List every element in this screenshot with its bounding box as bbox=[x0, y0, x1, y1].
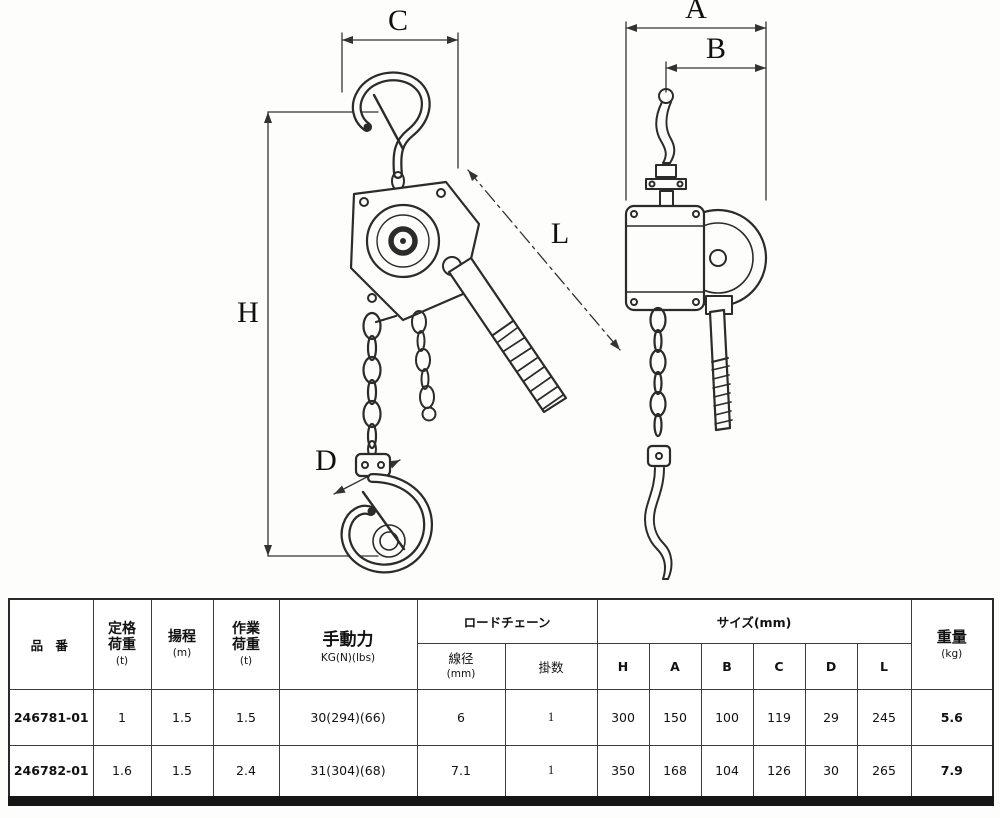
header-size-a: A bbox=[648, 642, 702, 690]
spec-table: 品 番 定格 荷重 (t) 揚程 (m) 作業 荷重 (t) 手動力 KG(N)… bbox=[8, 598, 995, 806]
table-row: 246781-01 1 1.5 1.5 30(294)(66) 6 1 300 … bbox=[8, 688, 994, 746]
dimension-b bbox=[665, 61, 767, 93]
side-top-hook bbox=[655, 88, 676, 164]
top-hook bbox=[351, 71, 431, 191]
spec-table-section: 品 番 定格 荷重 (t) 揚程 (m) 作業 荷重 (t) 手動力 KG(N)… bbox=[0, 596, 1000, 806]
header-load-chain-group: ロードチェーン bbox=[416, 598, 598, 644]
dimension-label-a: A bbox=[685, 0, 707, 25]
hook-safety-latch bbox=[372, 93, 405, 151]
wire-dia-cell: 6 bbox=[416, 688, 506, 746]
size-h-cell: 350 bbox=[596, 744, 650, 806]
header-manual-force-unit: KG(N)(lbs) bbox=[320, 651, 376, 664]
load-chain bbox=[362, 311, 398, 450]
header-falls: 掛数 bbox=[504, 642, 598, 690]
header-rated-load: 定格 荷重 (t) bbox=[92, 598, 152, 690]
working-load-cell: 2.4 bbox=[212, 744, 280, 806]
part-no-cell: 246782-01 bbox=[8, 744, 94, 806]
header-lift-unit: (m) bbox=[172, 647, 192, 660]
dimension-label-h: H bbox=[237, 296, 259, 329]
dimension-a bbox=[625, 21, 767, 201]
size-d-cell: 30 bbox=[804, 744, 858, 806]
size-c-cell: 126 bbox=[752, 744, 806, 806]
side-lever bbox=[705, 295, 733, 432]
header-wire-dia-label: 線径 bbox=[448, 650, 474, 666]
dimension-l bbox=[467, 169, 621, 351]
falls-cell: 1 bbox=[504, 688, 598, 746]
rated-load-cell: 1.6 bbox=[92, 744, 152, 806]
size-l-cell: 245 bbox=[856, 688, 912, 746]
header-working-load-label: 作業 荷重 bbox=[232, 621, 260, 654]
side-bottom-hook bbox=[644, 444, 673, 580]
size-a-cell: 168 bbox=[648, 744, 702, 806]
dimension-label-l: L bbox=[551, 217, 569, 250]
size-l-cell: 265 bbox=[856, 744, 912, 806]
header-manual-force: 手動力 KG(N)(lbs) bbox=[278, 598, 418, 690]
side-suspension bbox=[645, 164, 687, 209]
dimension-label-c: C bbox=[388, 4, 408, 37]
working-load-cell: 1.5 bbox=[212, 688, 280, 746]
side-grip-hatch bbox=[711, 365, 733, 425]
header-working-load: 作業 荷重 (t) bbox=[212, 598, 280, 690]
size-h-cell: 300 bbox=[596, 688, 650, 746]
side-load-chain bbox=[649, 306, 667, 438]
rated-load-cell: 1 bbox=[92, 688, 152, 746]
lift-cell: 1.5 bbox=[150, 688, 214, 746]
part-no-cell: 246781-01 bbox=[8, 688, 94, 746]
side-housing bbox=[624, 204, 768, 312]
weight-cell: 7.9 bbox=[910, 744, 994, 806]
table-row: 246782-01 1.6 1.5 2.4 31(304)(68) 7.1 1 … bbox=[8, 744, 994, 806]
lift-cell: 1.5 bbox=[150, 744, 214, 806]
size-d-cell: 29 bbox=[804, 688, 858, 746]
gear-body bbox=[349, 180, 481, 322]
header-rated-load-label: 定格 荷重 bbox=[108, 621, 136, 654]
header-working-load-unit: (t) bbox=[239, 655, 253, 668]
dimension-label-d: D bbox=[315, 444, 337, 477]
slack-chain bbox=[411, 310, 437, 422]
size-b-cell: 104 bbox=[700, 744, 754, 806]
header-lift-label: 揚程 bbox=[168, 629, 196, 646]
manual-force-cell: 31(304)(68) bbox=[278, 744, 418, 806]
size-a-cell: 150 bbox=[648, 688, 702, 746]
falls-cell: 1 bbox=[504, 744, 598, 806]
header-size-c: C bbox=[752, 642, 806, 690]
header-wire-dia-unit: (mm) bbox=[446, 668, 476, 681]
size-c-cell: 119 bbox=[752, 688, 806, 746]
weight-cell: 5.6 bbox=[910, 688, 994, 746]
wire-dia-cell: 7.1 bbox=[416, 744, 506, 806]
dimension-c bbox=[341, 32, 459, 169]
bottom-hook bbox=[340, 440, 433, 574]
technical-drawing: C H bbox=[237, 0, 768, 580]
lever-handle bbox=[447, 256, 568, 414]
manual-force-cell: 30(294)(66) bbox=[278, 688, 418, 746]
header-manual-force-label: 手動力 bbox=[322, 629, 374, 650]
side-view: A B bbox=[624, 0, 768, 580]
header-weight: 重量 (kg) bbox=[910, 598, 994, 690]
header-wire-dia: 線径 (mm) bbox=[416, 642, 506, 690]
lever-grip-hatch bbox=[497, 327, 564, 410]
header-size-group: サイズ(mm) bbox=[596, 598, 912, 644]
dimension-label-b: B bbox=[706, 32, 726, 65]
front-view: C H bbox=[237, 4, 621, 574]
header-weight-label: 重量 bbox=[936, 627, 967, 646]
header-size-h: H bbox=[596, 642, 650, 690]
header-lift: 揚程 (m) bbox=[150, 598, 214, 690]
dimension-h bbox=[264, 111, 379, 557]
header-size-l: L bbox=[856, 642, 912, 690]
header-rated-load-unit: (t) bbox=[115, 655, 129, 668]
header-part-no: 品 番 bbox=[8, 598, 94, 690]
size-b-cell: 100 bbox=[700, 688, 754, 746]
header-size-b: B bbox=[700, 642, 754, 690]
header-weight-unit: (kg) bbox=[941, 647, 963, 660]
header-size-d: D bbox=[804, 642, 858, 690]
